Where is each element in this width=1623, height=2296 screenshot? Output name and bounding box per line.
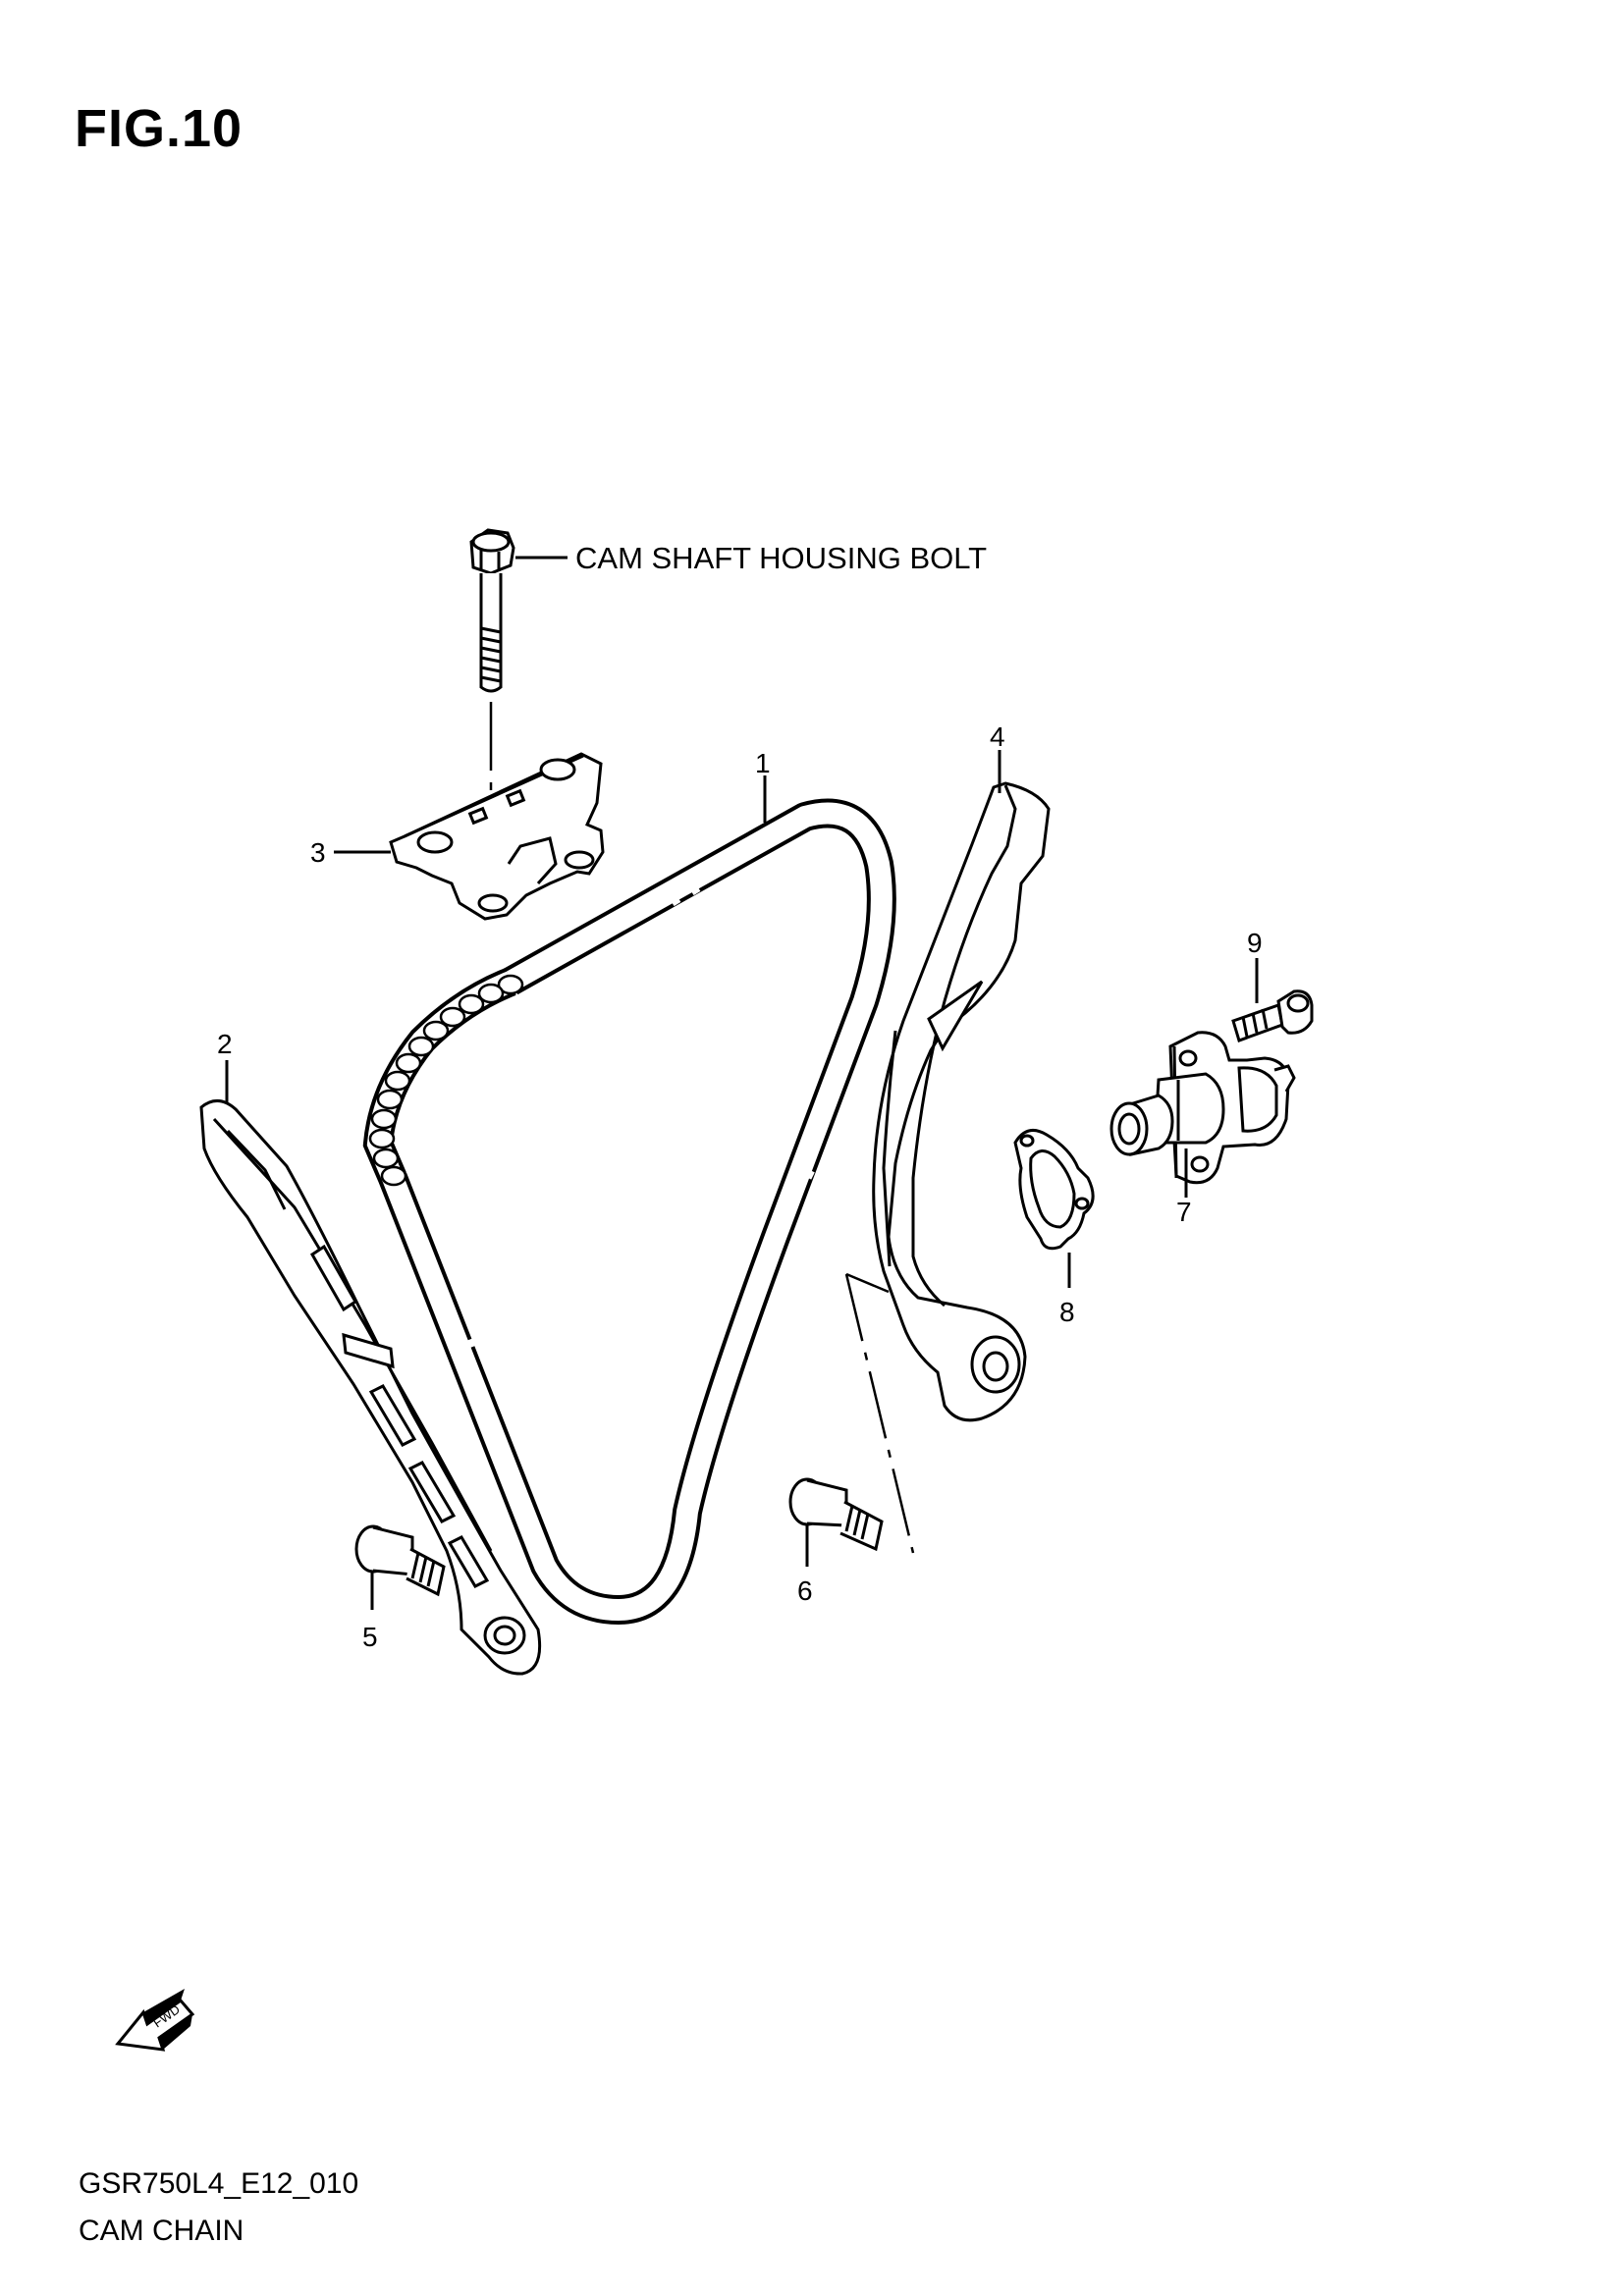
tensioner-guide-front bbox=[872, 781, 1051, 1422]
callout-7: 7 bbox=[1176, 1197, 1192, 1227]
cam-chain-tensioner bbox=[1109, 1031, 1296, 1185]
cam-shaft-housing-bolt-label: CAM SHAFT HOUSING BOLT bbox=[575, 541, 987, 575]
tensioner-bolt bbox=[1231, 989, 1314, 1042]
fwd-arrow-icon: FWD bbox=[115, 1989, 195, 2052]
guide-bolt-rear bbox=[354, 1524, 446, 1597]
chain-guide-rear bbox=[199, 1099, 542, 1676]
cam-chain-links bbox=[368, 974, 524, 1187]
diagram-caption: CAM CHAIN bbox=[79, 2215, 244, 2247]
cam-shaft-housing-bolt bbox=[469, 528, 515, 693]
guide-bolt-front bbox=[788, 1477, 884, 1552]
chain-guide-plate bbox=[389, 752, 605, 921]
callout-4: 4 bbox=[990, 721, 1005, 752]
diagram-code: GSR750L4_E12_010 bbox=[79, 2167, 359, 2200]
callout-8: 8 bbox=[1059, 1297, 1075, 1327]
callout-1: 1 bbox=[755, 748, 771, 778]
chain-break-marks bbox=[460, 875, 815, 1351]
callout-2: 2 bbox=[217, 1029, 233, 1059]
mounting-centerlines bbox=[844, 1272, 915, 1554]
figure-title: FIG.10 bbox=[75, 99, 243, 158]
tensioner-gasket bbox=[1013, 1129, 1095, 1251]
callout-6: 6 bbox=[797, 1575, 813, 1606]
callout-9: 9 bbox=[1247, 928, 1263, 958]
callout-3: 3 bbox=[310, 837, 326, 868]
callout-5: 5 bbox=[362, 1622, 378, 1652]
